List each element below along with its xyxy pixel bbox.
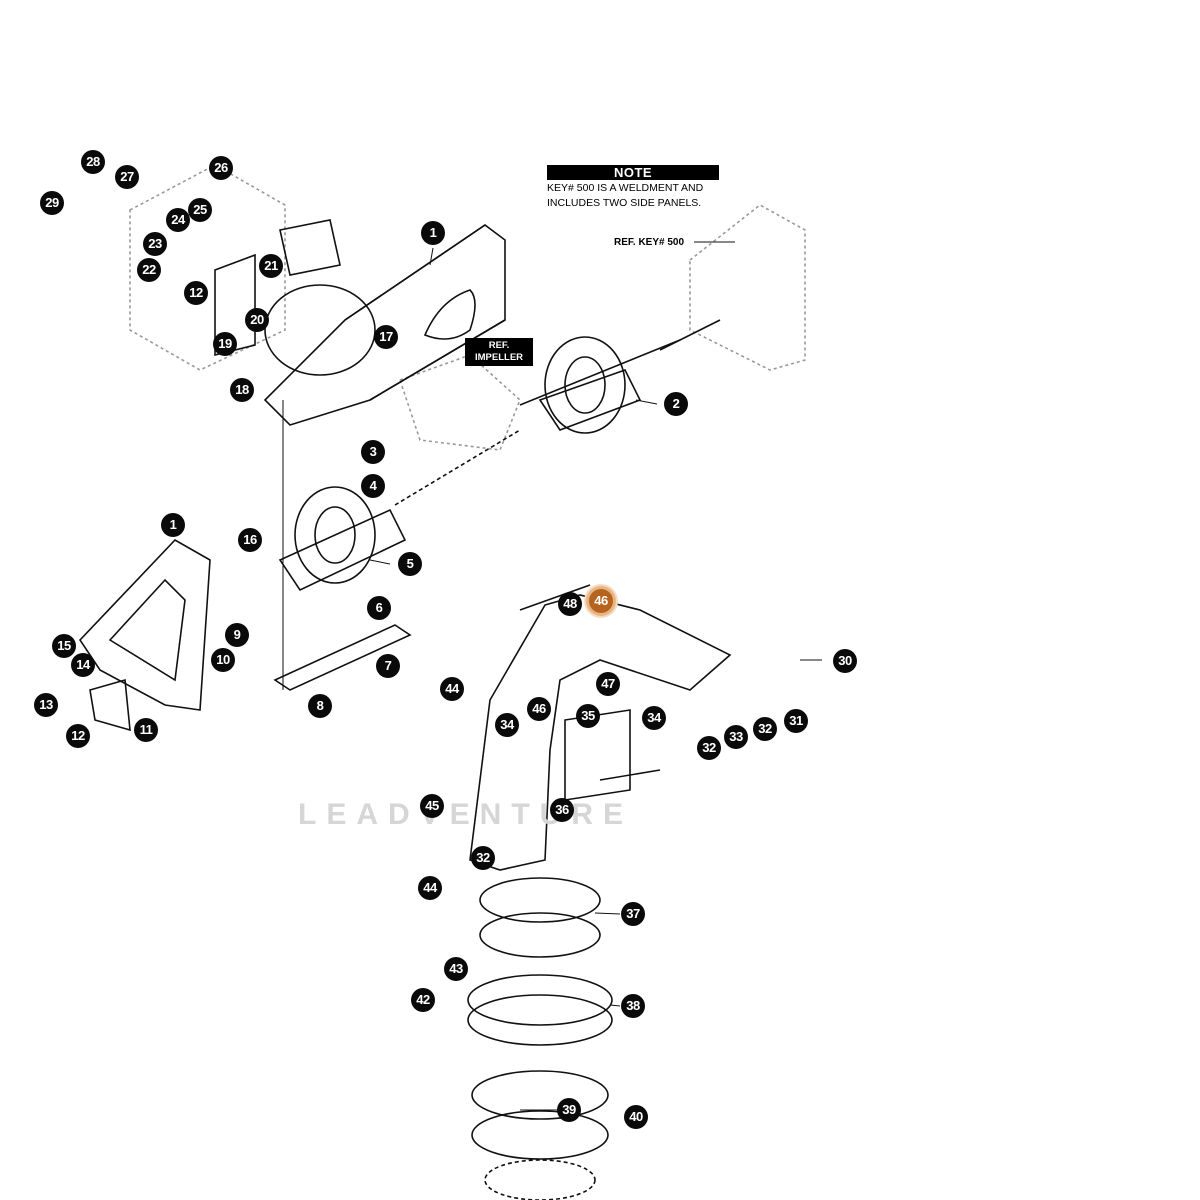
callout[interactable]: 40 [624,1105,648,1129]
callout[interactable]: 13 [34,693,58,717]
ref-impeller-line-2: IMPELLER [474,352,524,363]
callout[interactable]: 8 [308,694,332,718]
callout[interactable]: 10 [211,648,235,672]
callout[interactable]: 45 [420,794,444,818]
callout[interactable]: 47 [596,672,620,696]
callout[interactable]: 12 [66,724,90,748]
chute-rings [467,877,613,1200]
callout[interactable]: 32 [697,736,721,760]
callout[interactable]: 1 [161,513,185,537]
callout[interactable]: 26 [209,156,233,180]
callout[interactable]: 3 [361,440,385,464]
callout[interactable]: 5 [398,552,422,576]
callout[interactable]: 39 [557,1098,581,1122]
leader-lines [369,241,822,1111]
callout[interactable]: 44 [440,677,464,701]
auger-middle [278,429,521,592]
callout[interactable]: 22 [137,258,161,282]
callout[interactable]: 29 [40,191,64,215]
callout[interactable]: 34 [495,713,519,737]
callout[interactable]: 11 [134,718,158,742]
callout[interactable]: 24 [166,208,190,232]
callout[interactable]: 16 [238,528,262,552]
callout[interactable]: 32 [471,846,495,870]
ref-impeller-label: REF. IMPELLER [465,338,533,366]
callout[interactable]: 12 [184,281,208,305]
ref-impeller-line-1: REF. [488,340,510,351]
callout[interactable]: 23 [143,232,167,256]
callout[interactable]: 14 [71,653,95,677]
callout[interactable]: 36 [550,798,574,822]
callout[interactable]: 38 [621,994,645,1018]
callout[interactable]: 46 [527,697,551,721]
callout[interactable]: 15 [52,634,76,658]
callout[interactable]: 43 [444,957,468,981]
note-text-line-1: KEY# 500 IS A WELDMENT AND [547,182,704,194]
callout[interactable]: 31 [784,709,808,733]
callout[interactable]: 19 [213,332,237,356]
shave-plate [273,624,412,691]
callout[interactable]: 7 [376,654,400,678]
note-title: NOTE [547,165,719,180]
callout-highlighted[interactable]: 46 [589,589,613,613]
ref-key-label: REF. KEY# 500 [614,237,685,248]
callout[interactable]: 33 [724,725,748,749]
callout[interactable]: 27 [115,165,139,189]
callout[interactable]: 42 [411,988,435,1012]
callout[interactable]: 6 [367,596,391,620]
side-panel-left [78,538,211,732]
auger-housing-upper [214,219,506,426]
callout[interactable]: 17 [374,325,398,349]
callout[interactable]: 32 [753,717,777,741]
callout[interactable]: 34 [642,706,666,730]
callout[interactable]: 30 [833,649,857,673]
note-box: NOTE KEY# 500 IS A WELDMENT AND INCLUDES… [547,165,719,210]
watermark: LEADVENTURE [298,798,634,831]
callout[interactable]: 9 [225,623,249,647]
callout[interactable]: 20 [245,308,269,332]
callout[interactable]: 2 [664,392,688,416]
callout[interactable]: 48 [558,592,582,616]
callout[interactable]: 4 [361,474,385,498]
auger-upper [519,319,721,434]
callout[interactable]: 35 [576,704,600,728]
callout[interactable]: 21 [259,254,283,278]
callout[interactable]: 37 [621,902,645,926]
callout[interactable]: 25 [188,198,212,222]
chute-assembly [469,584,732,871]
callout[interactable]: 28 [81,150,105,174]
callout[interactable]: 44 [418,876,442,900]
callout[interactable]: 18 [230,378,254,402]
note-text-line-2: INCLUDES TWO SIDE PANELS. [547,197,702,209]
callout[interactable]: 1 [421,221,445,245]
